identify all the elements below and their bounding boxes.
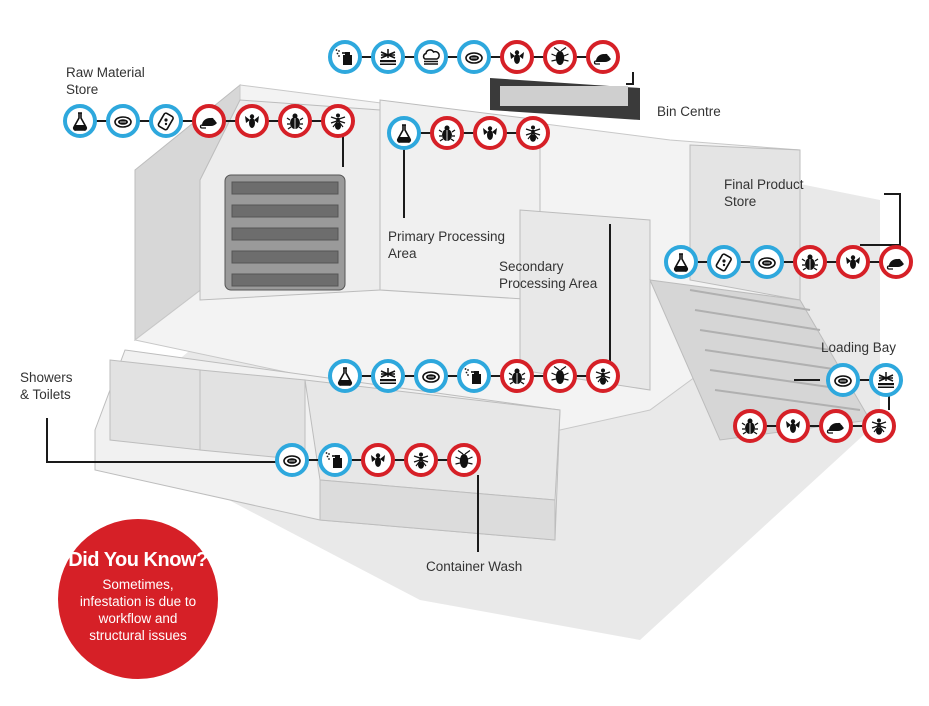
chain-connector-line (843, 379, 886, 381)
uv-trap-icon (371, 359, 405, 393)
chain-secondary-processing (328, 359, 620, 393)
glue-board-icon (106, 104, 140, 138)
chain-connector-line (681, 261, 896, 263)
chain-loading-bay-top (826, 363, 903, 397)
lower-front-wall (319, 479, 556, 541)
chain-final-product-store (664, 245, 913, 279)
uv-trap-icon (371, 40, 405, 74)
glue-board-icon (750, 245, 784, 279)
ant-icon (404, 443, 438, 477)
cockroach-icon (543, 40, 577, 74)
label-showers-toilets: Showers & Toilets (20, 369, 110, 403)
label-loading-bay: Loading Bay (821, 339, 896, 356)
label-container-wash: Container Wash (426, 558, 522, 575)
fly-icon (776, 409, 810, 443)
label-container-wash-text: Container Wash (426, 559, 523, 574)
cloud-fog-icon (414, 40, 448, 74)
leader-lines (46, 72, 901, 552)
fly-icon (473, 116, 507, 150)
flask-icon (664, 245, 698, 279)
glue-board-icon (457, 40, 491, 74)
chain-connector-line (750, 425, 879, 427)
beetle-icon (278, 104, 312, 138)
rodent-icon (879, 245, 913, 279)
glue-board-icon (414, 359, 448, 393)
ant-icon (516, 116, 550, 150)
glue-board-icon (275, 443, 309, 477)
label-final-product-store-text: Final Product Store (724, 177, 804, 209)
label-loading-bay-text: Loading Bay (821, 340, 897, 355)
chain-connector-line (404, 132, 533, 134)
barrels (224, 174, 346, 291)
rodent-icon (586, 40, 620, 74)
beetle-icon (733, 409, 767, 443)
label-secondary-processing-text: Secondary Processing Area (499, 259, 598, 291)
chain-raw-material (63, 104, 355, 138)
label-bin-centre: Bin Centre (657, 103, 721, 120)
chain-loading-bay-bottom (733, 409, 896, 443)
bins (500, 86, 628, 106)
beetle-icon (430, 116, 464, 150)
rodent-icon (192, 104, 226, 138)
ant-icon (862, 409, 896, 443)
chain-showers-toilets (275, 443, 481, 477)
monitor-device-icon (149, 104, 183, 138)
flask-icon (387, 116, 421, 150)
cockroach-icon (543, 359, 577, 393)
chain-bin-centre (328, 40, 620, 74)
fly-icon (235, 104, 269, 138)
ant-icon (586, 359, 620, 393)
secondary-room (519, 209, 651, 391)
sprayer-icon (457, 359, 491, 393)
beetle-icon (793, 245, 827, 279)
fly-icon (500, 40, 534, 74)
label-primary-processing-text: Primary Processing Area (388, 229, 506, 261)
flask-icon (63, 104, 97, 138)
label-secondary-processing: Secondary Processing Area (499, 258, 619, 292)
label-showers-toilets-text: Showers & Toilets (20, 370, 73, 402)
label-final-product-store: Final Product Store (724, 176, 834, 210)
showers-room-1 (109, 359, 201, 451)
fly-icon (836, 245, 870, 279)
rodent-icon (819, 409, 853, 443)
callout-body: Sometimes, infestation is due to workflo… (79, 577, 197, 643)
flask-icon (328, 359, 362, 393)
fly-icon (361, 443, 395, 477)
sprayer-icon (328, 40, 362, 74)
callout-heading: Did You Know? (68, 549, 208, 571)
label-raw-material-store-text: Raw Material Store (66, 65, 145, 97)
label-primary-processing: Primary Processing Area (388, 228, 528, 262)
cockroach-icon (447, 443, 481, 477)
uv-trap-icon (869, 363, 903, 397)
did-you-know-callout: Did You Know? Sometimes, infestation is … (58, 519, 218, 679)
ant-icon (321, 104, 355, 138)
label-bin-centre-text: Bin Centre (657, 104, 721, 119)
monitor-device-icon (707, 245, 741, 279)
sprayer-icon (318, 443, 352, 477)
glue-board-icon (826, 363, 860, 397)
label-raw-material-store: Raw Material Store (66, 64, 176, 98)
chain-primary-processing (387, 116, 550, 150)
beetle-icon (500, 359, 534, 393)
